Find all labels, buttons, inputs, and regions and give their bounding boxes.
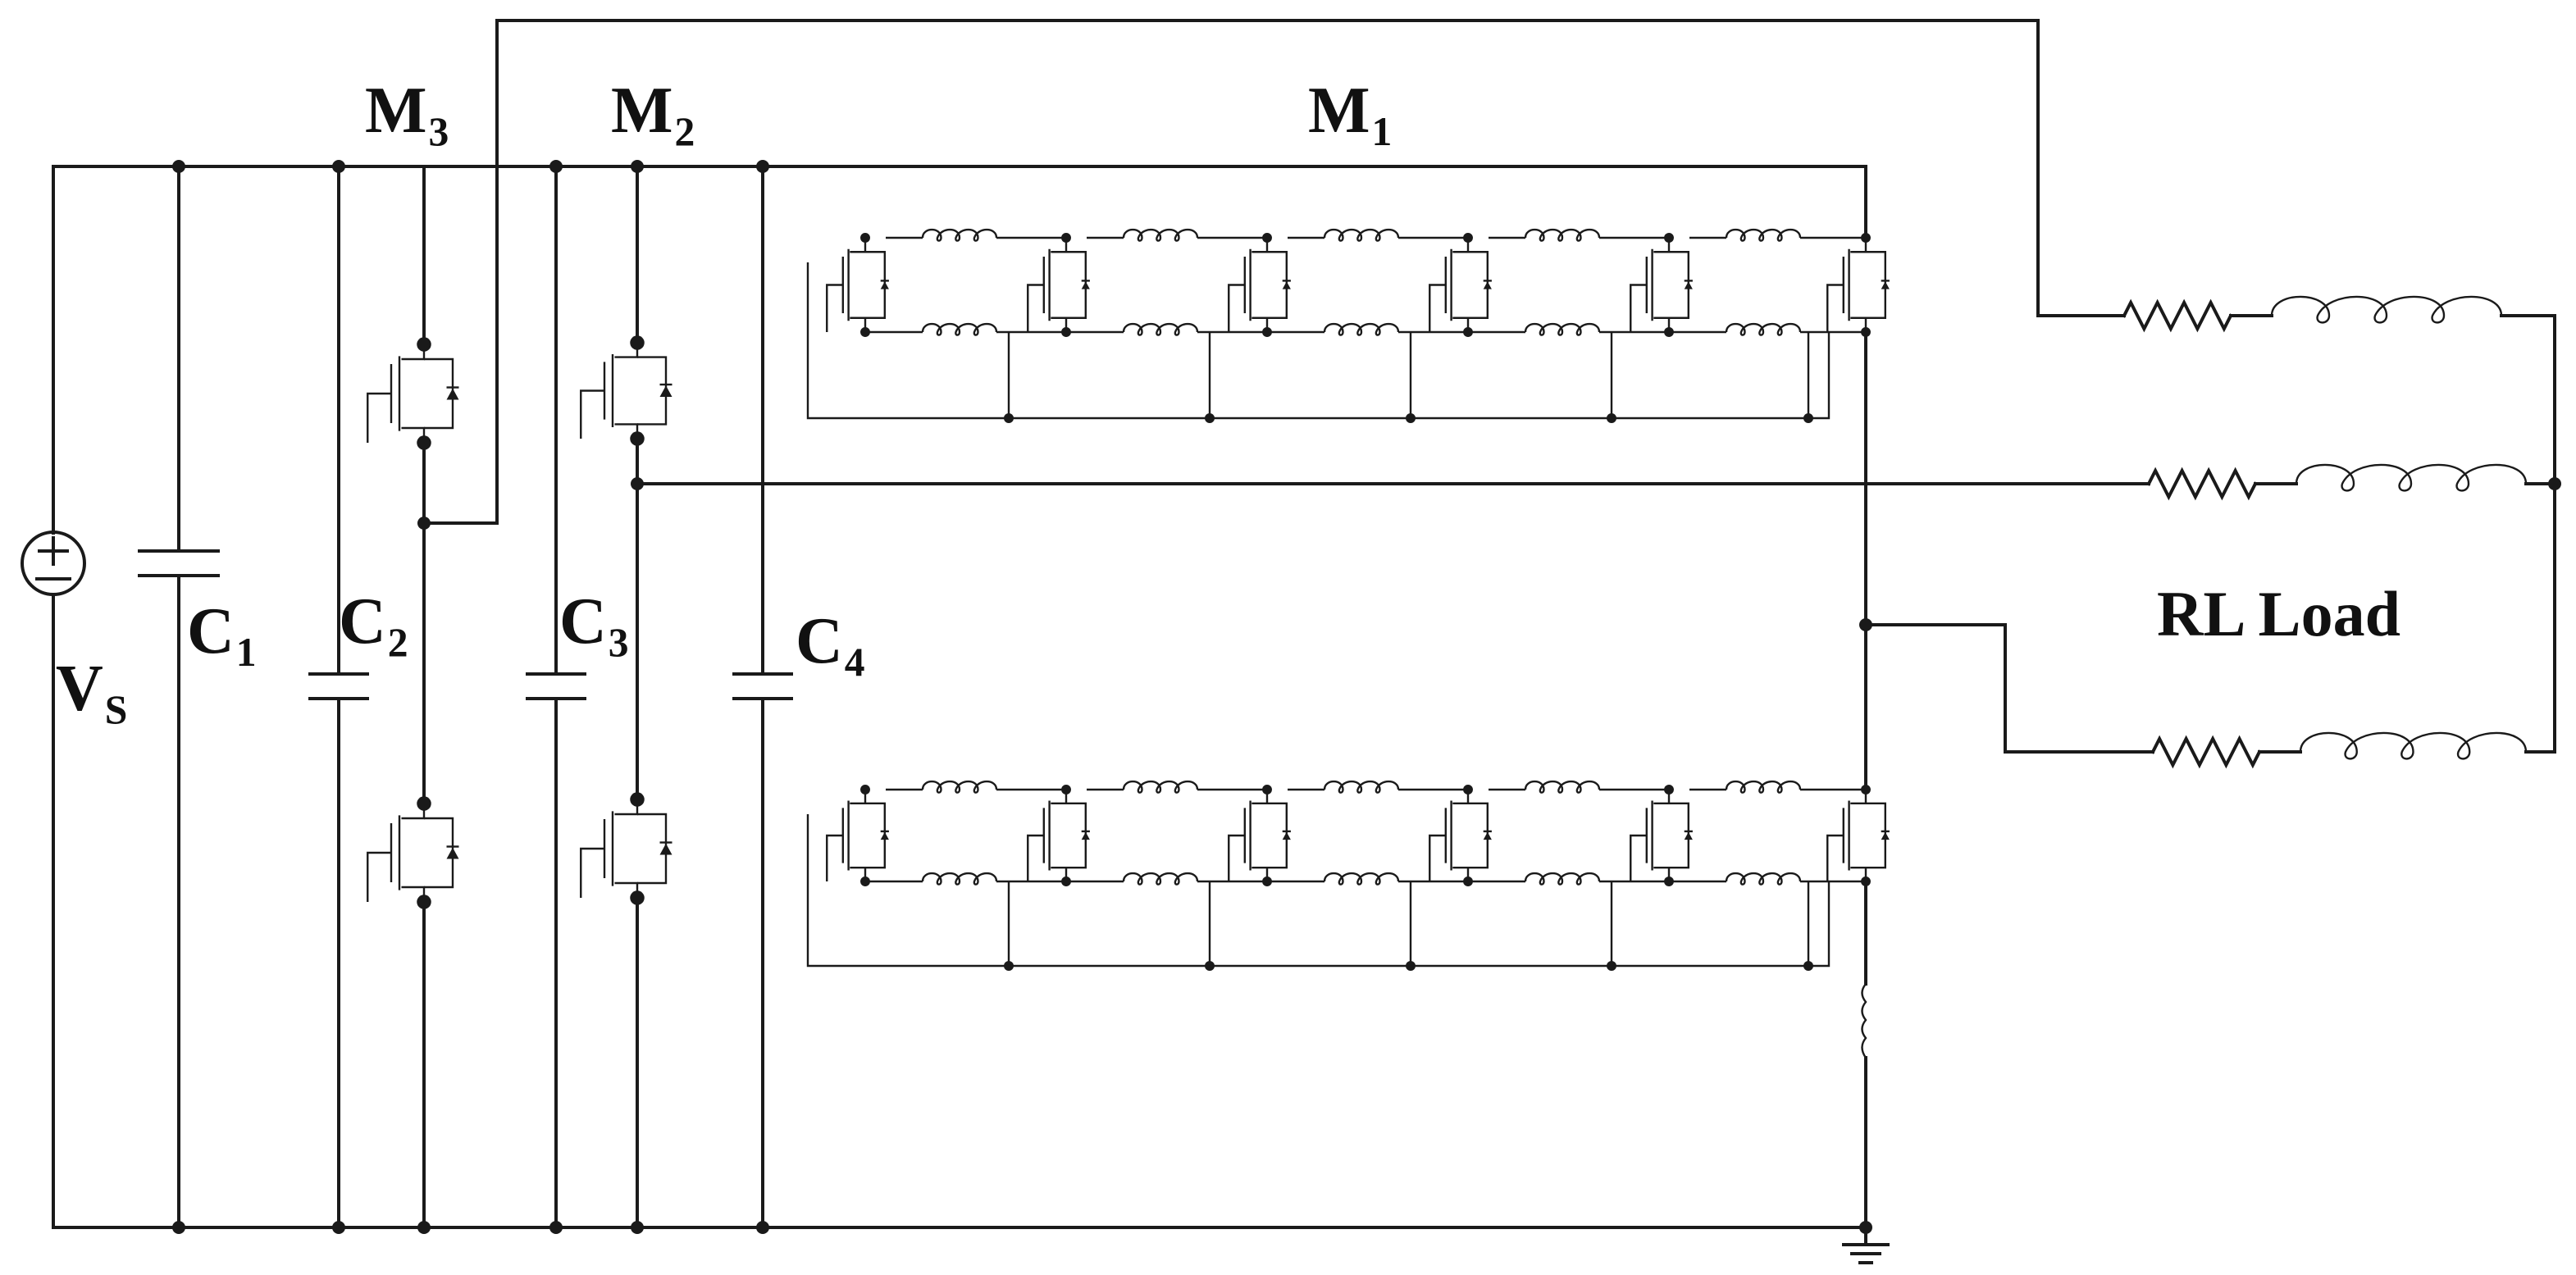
c1-label: C1 xyxy=(187,595,257,675)
bus-wiring xyxy=(52,19,2556,1229)
arm-inductor-icon xyxy=(1524,780,1601,794)
c3-label: C3 xyxy=(559,585,629,665)
mosfet-icon xyxy=(1027,785,1090,886)
arm-inductor-icon xyxy=(1323,872,1400,886)
inductor-icon xyxy=(2295,463,2528,492)
mosfet-icon xyxy=(580,792,672,905)
arm-inductor-icon xyxy=(1122,322,1199,336)
arm-inductor-icon xyxy=(1122,872,1199,886)
mosfet-icon xyxy=(826,785,889,886)
arm-inductor-icon xyxy=(1122,228,1199,242)
ground-icon xyxy=(1842,1226,1890,1264)
load-label: RL Load xyxy=(2157,578,2400,649)
inductor-icon xyxy=(2270,295,2503,324)
arm-inductor-icon xyxy=(1725,322,1802,336)
upper-modular-arm xyxy=(806,228,1890,423)
mosfet-icon xyxy=(580,335,672,446)
arm-inductor-icon xyxy=(921,322,998,336)
m1-label: M1 xyxy=(1308,75,1393,154)
rl-load xyxy=(2122,295,2528,769)
resistor-icon xyxy=(2146,467,2258,501)
arm-inductor-icon xyxy=(1323,228,1400,242)
dc-voltage-source-icon xyxy=(21,530,86,596)
arm-inductor-icon xyxy=(1725,872,1802,886)
arm-inductor-icon xyxy=(1725,228,1802,242)
mosfet-icon xyxy=(1429,785,1492,886)
mosfet-icon xyxy=(1630,785,1693,886)
arm-inductor-icon xyxy=(1524,872,1601,886)
c4-label: C4 xyxy=(796,605,865,685)
resistor-icon xyxy=(2150,735,2262,769)
capacitor-icon xyxy=(138,549,793,700)
arm-inductor-icon xyxy=(921,872,998,886)
arm-inductor-icon xyxy=(1323,322,1400,336)
arm-inductor-icon xyxy=(921,780,998,794)
mosfet-icon xyxy=(367,796,459,909)
arm-inductor-icon xyxy=(1524,322,1601,336)
mosfet-icon xyxy=(1228,785,1291,886)
mosfet-icon xyxy=(1826,785,1890,886)
arm-inductor-icon xyxy=(1122,780,1199,794)
mosfet-icon xyxy=(826,233,889,337)
inductor-icon xyxy=(2299,731,2528,760)
arm-inductor-icon xyxy=(921,228,998,242)
two-level-switches xyxy=(367,335,672,909)
arm-inductor-icon xyxy=(1861,983,1867,1059)
arm-inductor-icon xyxy=(1323,780,1400,794)
mosfet-icon xyxy=(1429,233,1492,337)
resistor-icon xyxy=(2122,298,2233,333)
mosfet-icon xyxy=(1630,233,1693,337)
junction-dots xyxy=(172,160,2561,1234)
c2-label: C2 xyxy=(339,585,408,665)
mosfet-icon xyxy=(367,337,459,450)
source-label: VS xyxy=(56,653,128,732)
arm-inductor-icon xyxy=(1725,780,1802,794)
mosfet-icon xyxy=(1826,233,1890,337)
mosfet-icon xyxy=(1027,233,1090,337)
m3-label: M3 xyxy=(365,75,449,154)
arm-inductor-icon xyxy=(1524,228,1601,242)
lower-modular-arm xyxy=(806,780,1890,971)
mosfet-icon xyxy=(1228,233,1291,337)
m2-label: M2 xyxy=(611,75,695,154)
